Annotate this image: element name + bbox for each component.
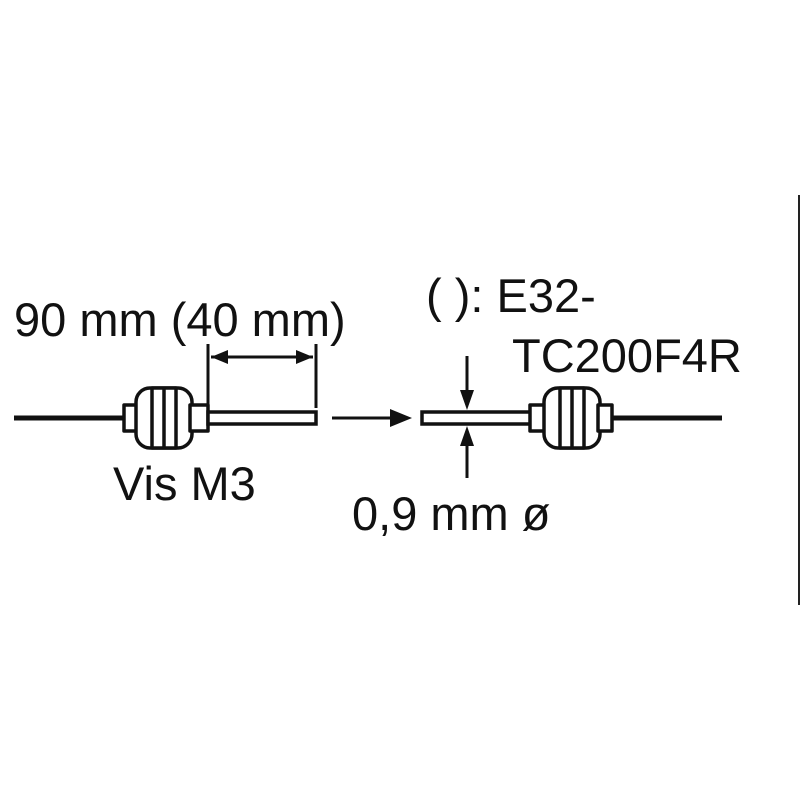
right-border-line	[798, 195, 800, 605]
right-cut-fiber	[420, 410, 536, 426]
model-note-prefix-label: ( ): E32-	[426, 269, 596, 322]
right-fiber-assembly	[420, 356, 722, 478]
fiber-diameter-dimension	[460, 356, 474, 478]
model-note-model-label: TC200F4R	[512, 329, 742, 382]
left-protruding-fiber	[206, 410, 318, 426]
fiber-diameter-label: 0,9 mm ø	[352, 487, 550, 540]
left-fiber-assembly	[14, 344, 318, 450]
fiber-length-dimension	[206, 344, 318, 408]
fiber-length-label: 90 mm (40 mm)	[14, 293, 346, 346]
screw-label: Vis M3	[113, 457, 256, 510]
transition-arrow-icon	[332, 409, 412, 427]
left-m3-screw-icon	[122, 386, 210, 450]
right-m3-screw-icon	[528, 386, 614, 450]
